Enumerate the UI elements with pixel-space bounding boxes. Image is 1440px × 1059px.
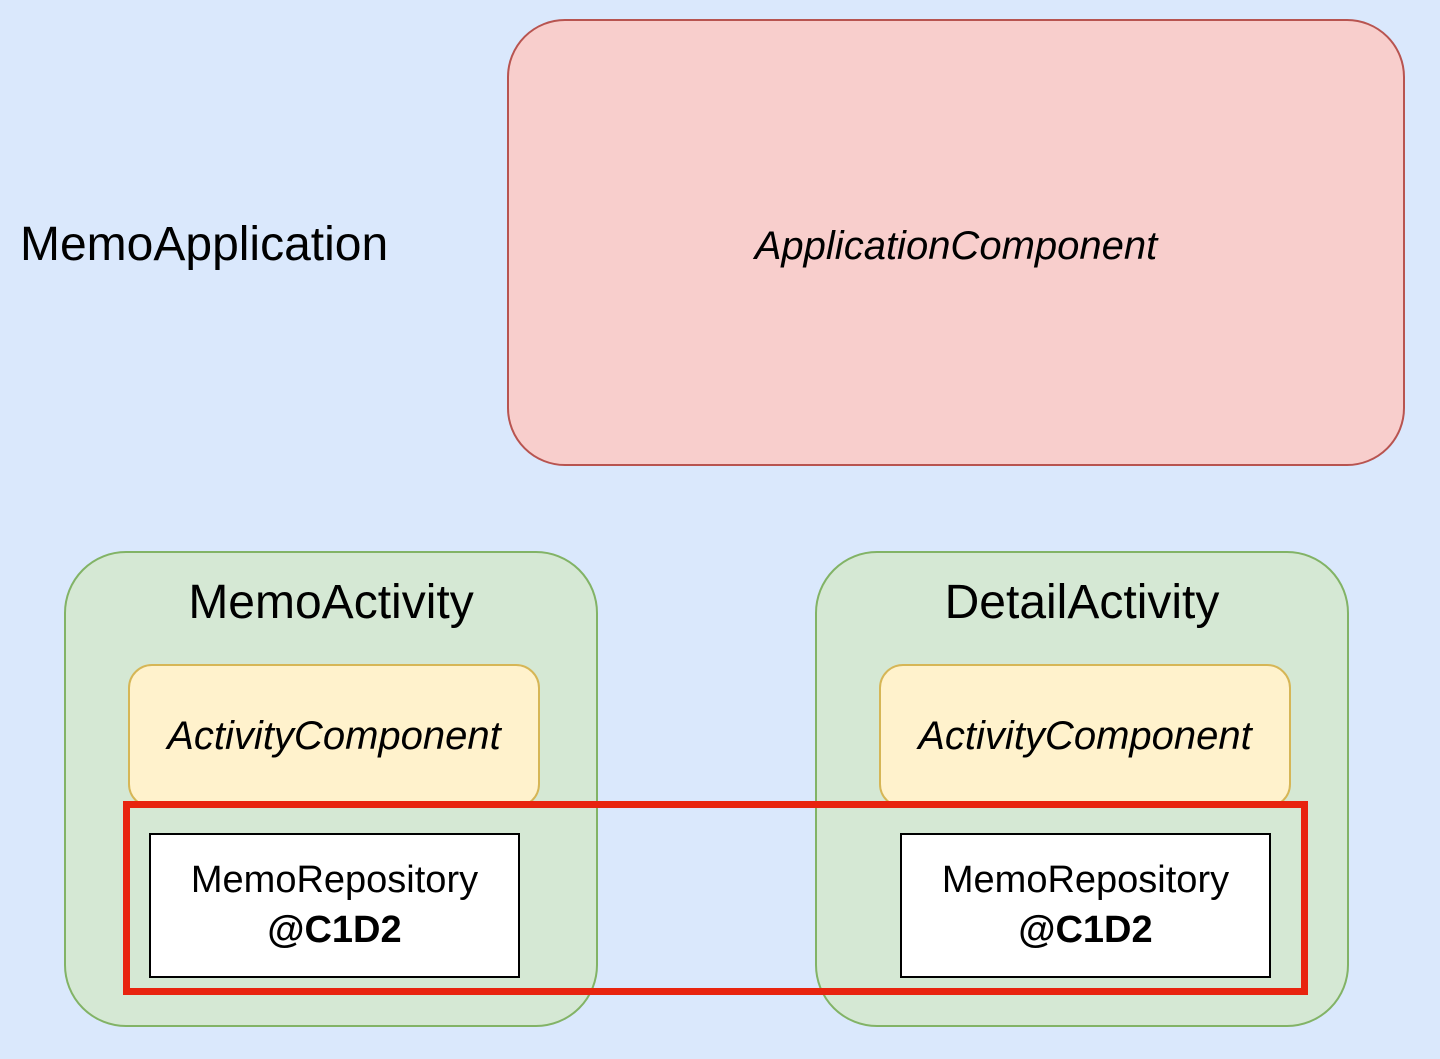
detail-activity-repository-name: MemoRepository: [941, 859, 1230, 901]
detail-activity-component-label: ActivityComponent: [918, 714, 1252, 758]
application-component-box: ApplicationComponent: [507, 19, 1405, 466]
detail-activity-box: DetailActivity ActivityComponent MemoRep…: [815, 551, 1349, 1027]
memo-activity-repository-box: MemoRepository @C1D2: [149, 833, 520, 978]
detail-activity-repository-scope: @C1D2: [1018, 909, 1153, 951]
memo-application-label: MemoApplication: [20, 218, 389, 271]
detail-activity-component-box: ActivityComponent: [879, 664, 1291, 808]
memo-activity-component-box: ActivityComponent: [128, 664, 540, 808]
application-component-label: ApplicationComponent: [754, 224, 1158, 268]
detail-activity-repository-box: MemoRepository @C1D2: [900, 833, 1271, 978]
memo-activity-repository-scope: @C1D2: [267, 909, 402, 951]
memo-activity-box: MemoActivity ActivityComponent MemoRepos…: [64, 551, 598, 1027]
memo-activity-component-label: ActivityComponent: [167, 714, 501, 758]
detail-activity-title: DetailActivity: [944, 576, 1220, 629]
memo-activity-repository-name: MemoRepository: [190, 859, 479, 901]
memo-activity-title: MemoActivity: [188, 576, 474, 629]
